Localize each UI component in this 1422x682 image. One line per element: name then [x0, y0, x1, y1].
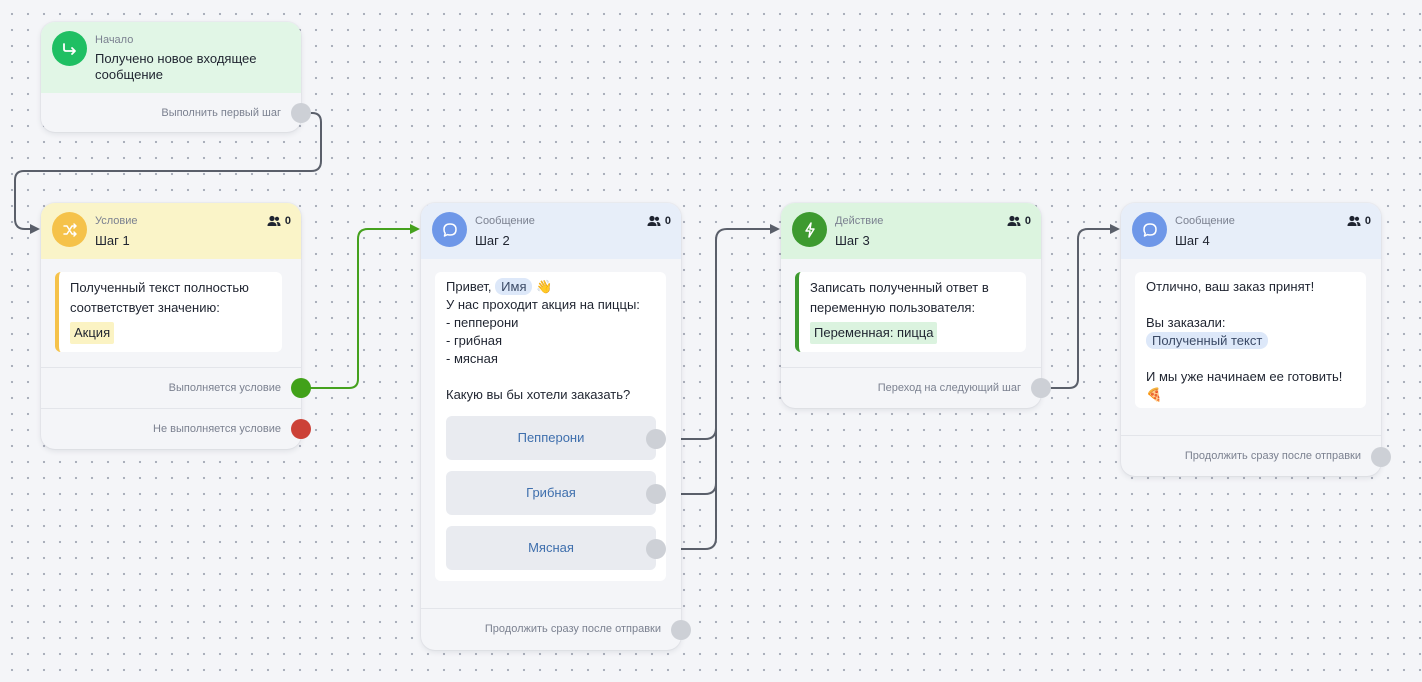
step3-exit-port[interactable]	[1031, 378, 1051, 398]
message-card[interactable]: Отлично, ваш заказ принят! Вы заказали: …	[1135, 272, 1366, 408]
message-line: Отлично, ваш заказ принят!	[1146, 279, 1315, 294]
node-title: Шаг 1	[95, 233, 130, 248]
step1-header: Условие Шаг 1 0	[41, 203, 301, 259]
start-exit-port[interactable]	[291, 103, 311, 123]
divider	[41, 408, 301, 409]
message-line	[446, 368, 666, 386]
subscriber-counter: 0	[647, 215, 671, 227]
message-line: - пепперони	[446, 315, 519, 330]
exit-label: Выполнить первый шаг	[161, 107, 281, 119]
node-type-label: Условие	[95, 215, 138, 227]
divider	[421, 608, 681, 609]
counter-value: 0	[1024, 215, 1031, 227]
subscriber-counter: 0	[1007, 215, 1031, 227]
exit-true-label: Выполняется условие	[168, 382, 281, 394]
wire-meat-to-step3[interactable]	[656, 240, 717, 550]
wire-start-to-step1[interactable]	[14, 112, 322, 230]
step3-action-node[interactable]: Действие Шаг 3 0 Записать полученный отв…	[781, 203, 1041, 408]
message-card[interactable]: Привет, Имя 👋 У нас проходит акция на пи…	[435, 272, 666, 581]
condition-card[interactable]: Полученный текст полностью соответствует…	[55, 272, 282, 352]
node-title: Шаг 2	[475, 233, 510, 248]
node-type-label: Сообщение	[1175, 215, 1235, 227]
subscriber-counter: 0	[267, 215, 291, 227]
divider	[1121, 435, 1381, 436]
name-variable-pill: Имя	[495, 278, 533, 295]
users-icon	[647, 215, 661, 226]
action-text: Записать полученный ответ в переменную п…	[810, 280, 989, 315]
node-type-label: Начало	[95, 34, 134, 46]
pizza-emoji: 🍕	[1146, 387, 1163, 402]
wire-arrow-step2	[410, 224, 420, 234]
condition-false-port[interactable]	[291, 419, 311, 439]
users-icon	[1007, 215, 1021, 226]
button-port-mushroom[interactable]	[646, 484, 666, 504]
variable-tag: Переменная: пицца	[810, 322, 938, 344]
wire-arrow-step4	[1110, 224, 1120, 234]
message-line: Какую вы бы хотели заказать?	[446, 387, 631, 402]
step3-header: Действие Шаг 3 0	[781, 203, 1041, 259]
exit-label: Продолжить сразу после отправки	[484, 623, 661, 635]
counter-value: 0	[1364, 215, 1371, 227]
message-line: И мы уже начинаем ее готовить!	[1146, 369, 1343, 384]
message-line: У нас проходит акция на пиццы:	[446, 297, 640, 312]
step2-exit-port[interactable]	[671, 620, 691, 640]
node-title: Получено новое входящее сообщение	[95, 51, 257, 82]
divider	[41, 367, 301, 368]
button-port-pepperoni[interactable]	[646, 429, 666, 449]
variable-line: Полученный текст	[1146, 332, 1366, 350]
exit-label: Переход на следующий шаг	[877, 382, 1021, 394]
button-port-meat[interactable]	[646, 539, 666, 559]
step4-header: Сообщение Шаг 4 0	[1121, 203, 1381, 259]
start-node[interactable]: Начало Получено новое входящее сообщение…	[41, 22, 301, 132]
blank-line	[1146, 296, 1366, 314]
step4-message-node[interactable]: Сообщение Шаг 4 0 Отлично, ваш заказ при…	[1121, 203, 1381, 476]
users-icon	[267, 215, 281, 226]
step2-message-node[interactable]: Сообщение Шаг 2 0 Привет, Имя 👋 У нас пр…	[421, 203, 681, 650]
node-type-label: Сообщение	[475, 215, 535, 227]
message-line: Вы заказали:	[1146, 315, 1226, 330]
counter-value: 0	[664, 215, 671, 227]
chat-bubble-icon	[1132, 212, 1167, 247]
users-icon	[1347, 215, 1361, 226]
wire-step3-to-step4[interactable]	[1041, 228, 1117, 389]
start-node-header: Начало Получено новое входящее сообщение	[41, 22, 301, 93]
node-type-label: Действие	[835, 215, 884, 227]
step2-header: Сообщение Шаг 2 0	[421, 203, 681, 259]
step4-exit-port[interactable]	[1371, 447, 1391, 467]
divider	[781, 367, 1041, 368]
action-card[interactable]: Записать полученный ответ в переменную п…	[795, 272, 1026, 352]
message-line: - мясная	[446, 351, 498, 366]
blank-line	[1146, 350, 1366, 368]
lightning-icon	[792, 212, 827, 247]
greeting-text: Привет,	[446, 279, 492, 294]
reply-button-pepperoni[interactable]: Пепперони	[446, 416, 656, 460]
redirect-arrow-icon	[52, 31, 87, 66]
exit-false-label: Не выполняется условие	[153, 423, 281, 435]
greeting-line: Привет, Имя 👋	[446, 278, 666, 296]
counter-value: 0	[284, 215, 291, 227]
wire-arrow-step3	[770, 224, 780, 234]
wave-emoji: 👋	[536, 279, 553, 294]
reply-button-mushroom[interactable]: Грибная	[446, 471, 656, 515]
condition-true-port[interactable]	[291, 378, 311, 398]
message-line: - грибная	[446, 333, 503, 348]
exit-label: Продолжить сразу после отправки	[1184, 450, 1361, 462]
received-text-variable-pill: Полученный текст	[1146, 332, 1269, 349]
condition-text: Полученный текст полностью соответствует…	[70, 280, 249, 315]
condition-value: Акция	[70, 322, 115, 344]
subscriber-counter: 0	[1347, 215, 1371, 227]
chat-bubble-icon	[432, 212, 467, 247]
node-title: Шаг 4	[1175, 233, 1210, 248]
wire-step1-true-to-step2[interactable]	[301, 228, 417, 389]
reply-button-meat[interactable]: Мясная	[446, 526, 656, 570]
shuffle-icon	[52, 212, 87, 247]
wire-arrow-step1	[30, 224, 40, 234]
node-title: Шаг 3	[835, 233, 870, 248]
step1-condition-node[interactable]: Условие Шаг 1 0 Полученный текст полност…	[41, 203, 301, 449]
